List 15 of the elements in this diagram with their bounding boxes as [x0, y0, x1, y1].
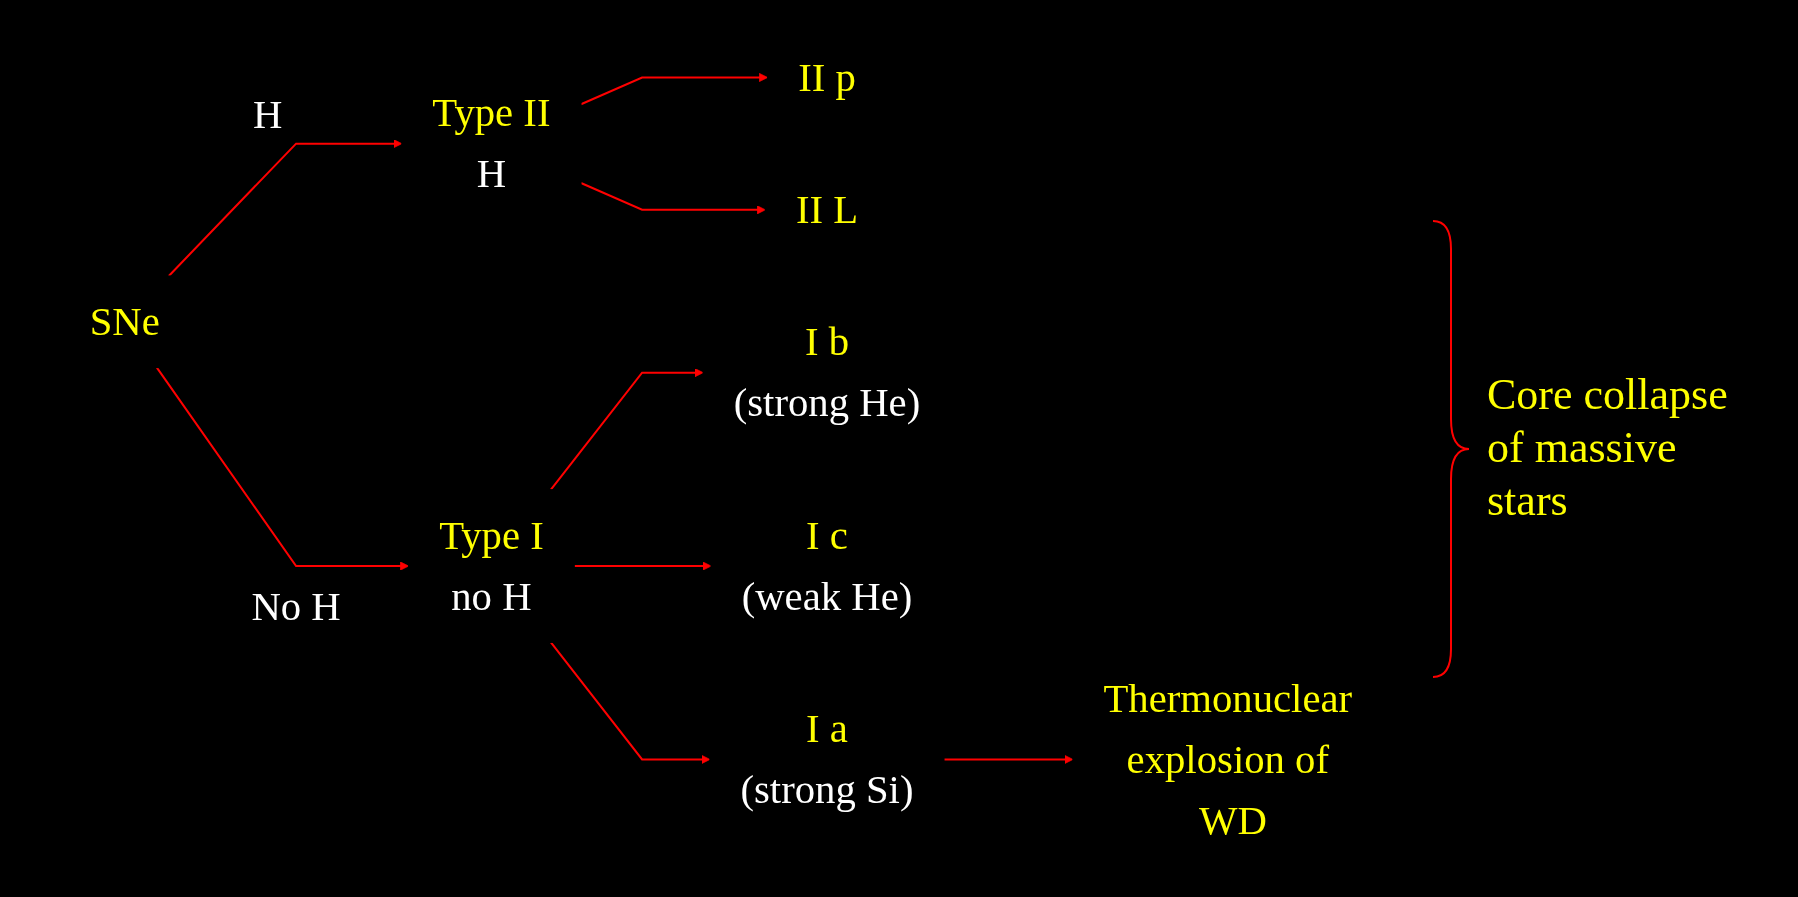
node-text: I c (weak He) [741, 511, 913, 619]
node-text: Type I no H [439, 511, 544, 619]
arrow [156, 366, 409, 571]
node-text: Type II H [432, 89, 551, 197]
edge-label: H [252, 91, 283, 138]
node-text: SNe [89, 297, 160, 344]
node-text: II L [795, 185, 859, 232]
node-text: Thermonuclear explosion of WD [1103, 674, 1353, 843]
arrow [550, 367, 704, 490]
node-text: I a (strong Si) [740, 705, 914, 812]
node-text: II p [798, 53, 856, 100]
arrow [574, 561, 712, 571]
group-label: Core collapse of massive stars [1487, 369, 1729, 527]
node-text: I b (strong He) [733, 318, 921, 426]
edge-label: No H [251, 582, 341, 629]
